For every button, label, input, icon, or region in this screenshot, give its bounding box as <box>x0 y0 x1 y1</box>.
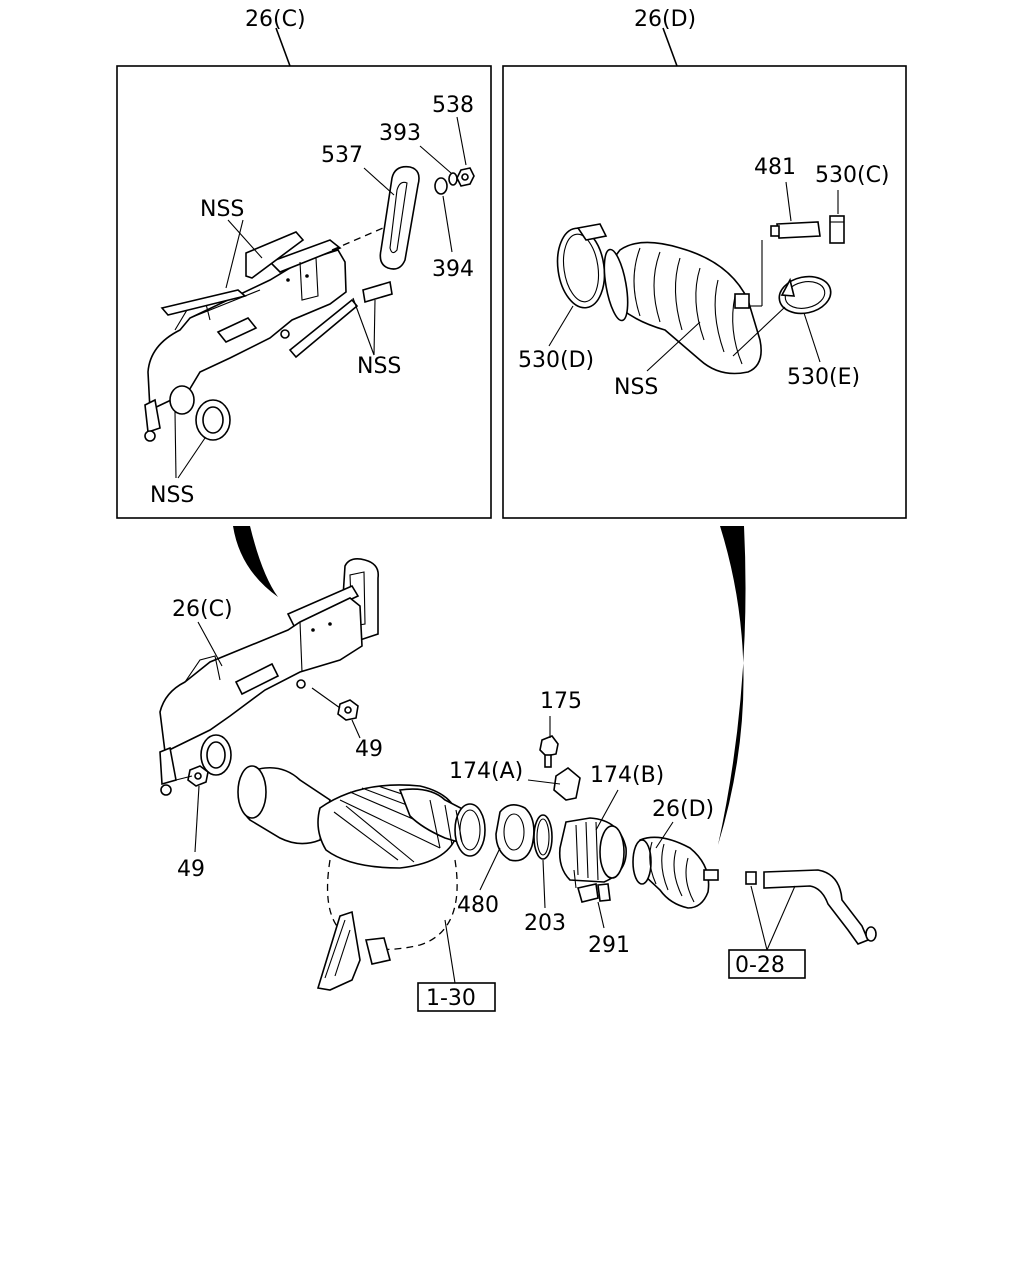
label-174a: 174(A) <box>449 759 523 784</box>
hose-26d-detail <box>603 241 762 375</box>
label-530d: 530(D) <box>518 348 594 373</box>
hose-26d-main <box>632 836 719 909</box>
air-cleaner-1-30 <box>237 765 486 991</box>
label-393: 393 <box>379 121 421 146</box>
label-26c-main: 26(C) <box>172 597 233 622</box>
label-nss-middle: NSS <box>357 354 401 379</box>
label-291: 291 <box>588 933 630 958</box>
nss-pad-4-icon <box>362 280 393 304</box>
bolt-175 <box>539 735 559 768</box>
ref-box-1-30 <box>417 982 496 1012</box>
bracket-537 <box>379 165 420 270</box>
sensor-174b <box>558 817 627 883</box>
washer-394 <box>434 177 448 195</box>
label-394: 394 <box>432 257 474 282</box>
detail-frame-26d <box>502 65 907 519</box>
gasket-480 <box>495 804 535 862</box>
lockwasher-393 <box>448 172 458 186</box>
label-49-lower: 49 <box>177 857 205 882</box>
leaders-26c-detail <box>174 116 467 479</box>
label-nss-lower: NSS <box>150 483 194 508</box>
nut-538 <box>456 167 475 187</box>
label-481: 481 <box>754 155 796 180</box>
nut-49-lower <box>187 765 209 787</box>
label-530c: 530(C) <box>815 163 890 188</box>
curved-arrow-left-icon <box>233 526 278 597</box>
leader-26d-title <box>662 27 678 67</box>
label-26d-title: 26(D) <box>634 7 696 32</box>
leaders-26d-detail <box>548 181 839 372</box>
duct-26c-detail <box>144 224 393 442</box>
label-49-upper: 49 <box>355 737 383 762</box>
pipe-0-28 <box>745 869 877 945</box>
label-26d-main: 26(D) <box>652 797 714 822</box>
nss-pad-3-icon <box>288 298 359 359</box>
label-26c-title: 26(C) <box>245 7 306 32</box>
cap-530c <box>829 215 845 244</box>
leader-26c-title <box>275 27 291 67</box>
nss-pad-2-icon <box>245 231 305 279</box>
connector-481 <box>770 221 821 239</box>
label-530e: 530(E) <box>787 365 860 390</box>
label-nss-26d: NSS <box>614 375 658 400</box>
connector-174a <box>553 767 581 801</box>
label-1-30: 1-30 <box>426 986 476 1011</box>
clamp-530e <box>778 275 832 315</box>
label-203: 203 <box>524 911 566 936</box>
label-537: 537 <box>321 143 363 168</box>
nut-49-upper <box>337 699 359 721</box>
leaders-main <box>175 621 796 984</box>
nss-pad-1-icon <box>160 289 247 316</box>
label-538: 538 <box>432 93 474 118</box>
oring-203 <box>533 814 553 860</box>
detail-frame-26c <box>116 65 492 519</box>
bolt-291 <box>576 883 611 903</box>
duct-26c-main <box>159 558 380 796</box>
clamp-530d <box>556 223 608 309</box>
label-480: 480 <box>457 893 499 918</box>
label-nss-upper: NSS <box>200 197 244 222</box>
curved-arrow-right-icon <box>718 526 746 845</box>
label-175: 175 <box>540 689 582 714</box>
label-174b: 174(B) <box>590 763 664 788</box>
label-0-28: 0-28 <box>735 953 785 978</box>
